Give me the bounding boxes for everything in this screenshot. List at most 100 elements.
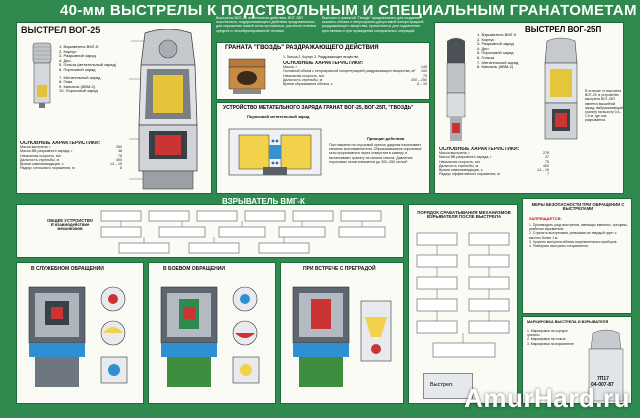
vog25-part: 4. Дно <box>59 57 71 63</box>
fuze-state-label: В СЛУЖЕБНОМ ОБРАЩЕНИИ <box>31 266 104 272</box>
vog25-cutaway-drawing <box>129 29 198 190</box>
watermark: AmurHard.ru <box>464 383 630 413</box>
charge-title: УСТРОЙСТВО МЕТАТЕЛЬНОГО ЗАРЯДА ГРАНАТ ВО… <box>223 105 414 111</box>
gvozd-specs-title: ОСНОВНЫЕ ХАРАКТЕРИСТИКИ: <box>283 61 364 66</box>
fuze-state-label: В БОЕВОМ ОБРАЩЕНИИ <box>163 266 225 272</box>
vog25p-part: 5. Пороховой заряд <box>477 50 514 56</box>
marking-code-2: 04-007-87 <box>591 382 614 388</box>
vog25p-specs-title: ОСНОВНЫЕ ХАРАКТЕРИСТИКИ: <box>439 147 520 152</box>
vog25-part: 2. Корпус <box>59 48 77 54</box>
vog25-part: 7. Метательный заряд <box>59 74 101 80</box>
vog25-part: 5. Гильза (метательный заряд) <box>59 62 117 68</box>
gvozd-title: ГРАНАТА "ГВОЗДЬ" РАЗДРАЖАЮЩЕГО ДЕЙСТВИЯ <box>225 45 379 51</box>
fuze-service-drawing <box>28 286 128 387</box>
safety-item: 4. Разбирать выстрелы и взрыватели. <box>529 244 589 249</box>
vog25p-title: ВЫСТРЕЛ ВОГ-25П <box>525 25 602 34</box>
marking-item: 2. Маркировка на гильзе <box>527 337 566 342</box>
vog25-part: 8. Газы <box>59 79 73 85</box>
safety-title: МЕРЫ БЕЗОПАСНОСТИ ПРИ ОБРАЩЕНИИ С ВЫСТРЕ… <box>531 203 625 212</box>
vog25p-part: 7. Метательный заряд <box>477 59 519 65</box>
panel-marking: МАРКИРОВКА ВЫСТРЕЛА И ВЗРЫВАТЕЛЯ 1. Марк… <box>522 316 632 404</box>
safety-item: 3. Хранить выстрелы вблизи нагревательны… <box>529 239 618 244</box>
gvozd-drawing <box>228 58 266 94</box>
charge-drawing <box>228 128 322 176</box>
vog25-part: 6. Пороховой заряд <box>59 66 96 72</box>
charge-principle: При нажатии на спусковой крючок ударник … <box>329 143 422 164</box>
marking-title: МАРКИРОВКА ВЫСТРЕЛА И ВЗРЫВАТЕЛЯ <box>527 320 609 324</box>
vog25p-part: 3. Разрывной заряд <box>477 41 514 47</box>
vog25-small-drawing <box>32 42 52 108</box>
safety-forbidden: ЗАПРЕЩАЕТСЯ: <box>529 216 562 221</box>
fuze-state-label: ПРИ ВСТРЕЧЕ С ПРЕГРАДОЙ <box>303 266 376 272</box>
fuze-impact-drawing <box>292 286 392 387</box>
fuze-combat-drawing <box>160 286 260 387</box>
panel-fuze-service: В СЛУЖЕБНОМ ОБРАЩЕНИИ <box>16 262 144 404</box>
charge-principle-title: Принцип действия <box>367 136 405 141</box>
vog25-part: 9. Капсюль (КВМ-2) <box>59 83 96 89</box>
fuze-title: ВЗРЫВАТЕЛЬ ВМГ-К <box>222 197 305 206</box>
vog25p-part: 8. Капсюль (КВМ-2) <box>477 64 514 70</box>
page-title: 40-мм ВЫСТРЕЛЫ К ПОДСТВОЛЬНЫМ И СПЕЦИАЛЬ… <box>60 2 637 19</box>
intro-text: Выстрелы ВОГ-25 осколочного действия, ВО… <box>216 16 317 33</box>
marking-item: 1. Маркировка на корпусе гранаты <box>527 329 568 338</box>
panel-vog25: ВЫСТРЕЛ ВОГ-25 1. Взрыватель ВМГ-К 2. Ко… <box>16 22 212 194</box>
shot-label: Выстрел. <box>430 382 454 388</box>
marking-list: 1. Маркировка на корпусе гранаты 2. Марк… <box>527 329 581 389</box>
panel-fuze-general: ОБЩЕЕ УСТРОЙСТВО И взаимодействие механи… <box>16 204 404 258</box>
vog25-part: 10. Пороховой заряд <box>59 88 98 94</box>
panel-fuze-combat: В БОЕВОМ ОБРАЩЕНИИ <box>148 262 276 404</box>
vog25p-part: 6. Гильза <box>477 54 495 60</box>
panel-charge: УСТРОЙСТВО МЕТАТЕЛЬНОГО ЗАРЯДА ГРАНАТ ВО… <box>216 102 430 194</box>
panel-fuze-impact: ПРИ ВСТРЕЧЕ С ПРЕГРАДОЙ <box>280 262 404 404</box>
vog25p-parts-list: 1. Взрыватель ВМГ-К 2. Корпус 3. Разрывн… <box>477 32 519 70</box>
gvozd-parts: 1. Гильза 2. Корпус 3. Раздражающее веще… <box>283 55 359 59</box>
marked-round-drawing <box>588 329 624 402</box>
marking-code-1: 7П17 <box>597 376 609 382</box>
charge-subtitle: Пороховой метательный заряд <box>247 114 310 119</box>
vog25p-part: 2. Корпус <box>477 36 495 42</box>
panel-gvozd: ГРАНАТА "ГВОЗДЬ" РАЗДРАЖАЮЩЕГО ДЕЙСТВИЯ … <box>216 42 430 100</box>
vog25-part: 1. Взрыватель ВМГ-К <box>59 44 99 49</box>
vog25p-specs: ОСНОВНЫЕ ХАРАКТЕРИСТИКИ: Масса выстрела,… <box>439 147 549 193</box>
vog25-specs-title: ОСНОВНЫЕ ХАРАКТЕРИСТИКИ: <box>20 141 101 146</box>
vog25p-part: 4. Дно <box>477 45 489 51</box>
panel-safety: МЕРЫ БЕЗОПАСНОСТИ ПРИ ОБРАЩЕНИИ С ВЫСТРЕ… <box>522 198 632 314</box>
vog25p-small-drawing <box>446 38 466 141</box>
vog25p-part: 1. Взрыватель ВМГ-К <box>477 32 517 37</box>
fuze-flow-diagram <box>100 210 386 254</box>
vog25p-note: В отличие от выстрела ВОГ-25, в устройст… <box>585 89 623 123</box>
panel-vog25p: ВЫСТРЕЛ ВОГ-25П 1. Взрыватель ВМГ-К 2. К… <box>434 22 624 194</box>
vog25-title: ВЫСТРЕЛ ВОГ-25 <box>21 25 101 35</box>
intro-text-2: Выстрел с гранатой "Гвоздь" предназначен… <box>322 16 424 33</box>
shot-box: Выстрел. <box>423 373 473 399</box>
order-flow-diagram <box>416 232 510 358</box>
vog25-part: 3. Разрывной заряд <box>59 53 96 59</box>
vog25-specs: ОСНОВНЫЕ ХАРАКТЕРИСТИКИ: Масса выстрела,… <box>20 141 122 193</box>
vog25-parts-list: 1. Взрыватель ВМГ-К 2. Корпус 3. Разрывн… <box>59 44 117 94</box>
safety-item: 2. Стрелять выстрелами, упавшими на твер… <box>529 231 617 240</box>
fuze-general-label: ОБЩЕЕ УСТРОЙСТВО И взаимодействие механи… <box>46 219 94 232</box>
safety-items: 1. Производить уход выстрелов, имеющих в… <box>529 223 629 311</box>
safety-item: 1. Производить уход выстрелов, имеющих в… <box>529 223 628 232</box>
marking-item: 3. Маркировка на взрывателе <box>527 341 574 346</box>
spec-row: Основной объем с непрозрачной концентрац… <box>283 69 427 74</box>
order-title: ПОРЯДОК СРАБАТЫВАНИЯ МЕХАНИЗМОВ ВЗРЫВАТЕ… <box>417 211 511 220</box>
